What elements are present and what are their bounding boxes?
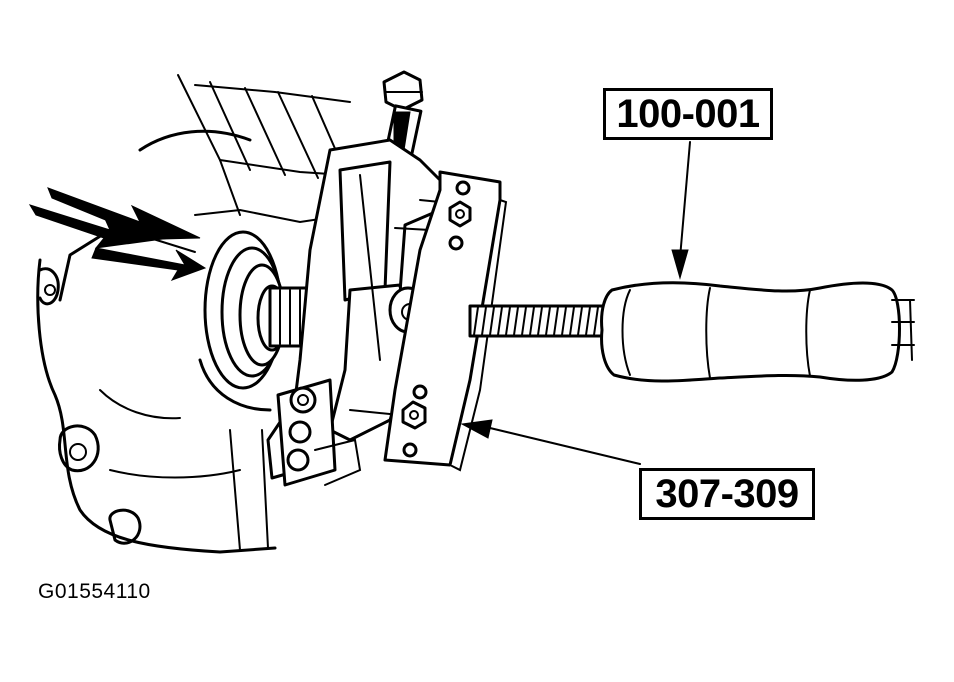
tool-callout-puller: 307-309 — [639, 468, 815, 520]
transmission-housing — [36, 74, 351, 554]
callout-leaders — [460, 141, 691, 465]
slide-hammer-handle — [600, 281, 915, 383]
tool-number-handle: 100-001 — [616, 91, 760, 136]
tool-number-puller: 307-309 — [655, 471, 799, 516]
threaded-rod — [468, 304, 612, 338]
direction-arrows — [28, 187, 207, 281]
figure-id: G01554110 — [38, 580, 151, 603]
puller-plate — [383, 170, 508, 472]
puller-assembly — [266, 138, 471, 487]
tool-callout-handle: 100-001 — [603, 88, 773, 140]
